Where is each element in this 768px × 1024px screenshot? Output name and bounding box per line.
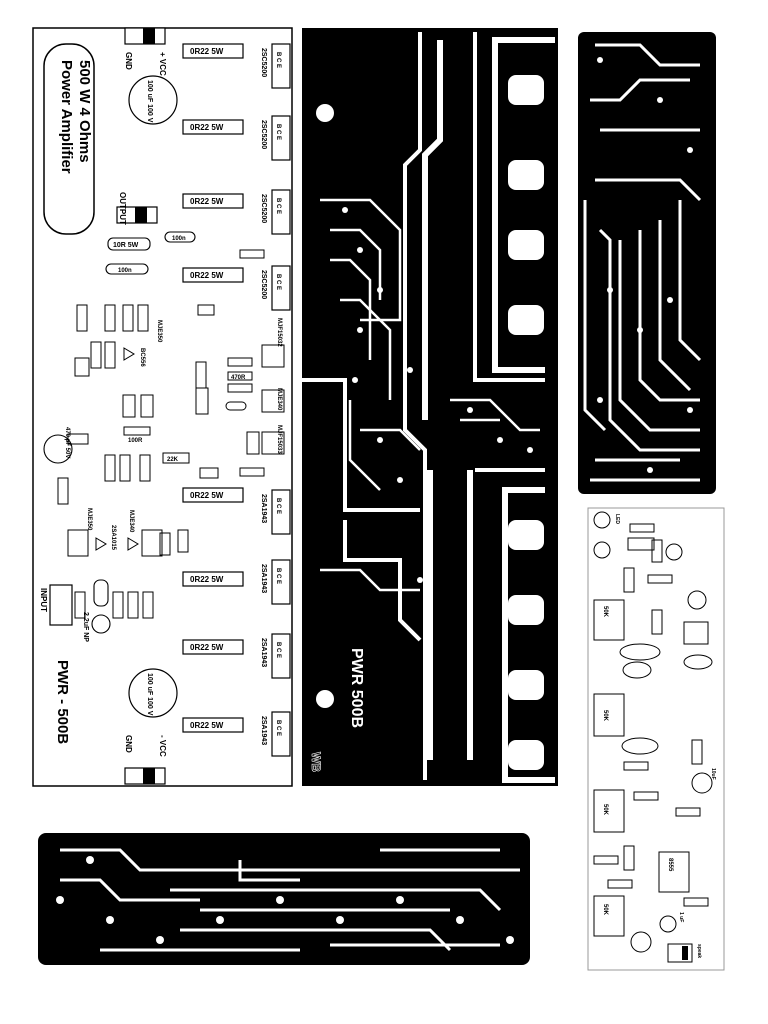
capacitor-top xyxy=(128,75,178,125)
pnp-label-2: 2SA1943 xyxy=(260,564,267,593)
bce-2: B C E xyxy=(275,124,281,140)
ic-label: 8555 xyxy=(667,858,673,872)
emitter-resistor-4: 0R22 5W xyxy=(190,271,224,280)
bce-3: B C E xyxy=(275,198,281,214)
power-transistor-footprints xyxy=(271,43,291,757)
input-label: INPUT xyxy=(39,588,48,612)
bce-5: B C E xyxy=(275,498,281,514)
r470r-label: 470R xyxy=(231,375,246,381)
speak-label: speak xyxy=(696,944,702,958)
title-box xyxy=(43,43,95,235)
pnp-label-1: 2SA1943 xyxy=(260,494,267,523)
res-10r-label: 10R 5W xyxy=(113,242,139,249)
npn-label-3: 2SC5200 xyxy=(260,194,267,223)
capacitor-bottom xyxy=(128,668,178,718)
uf1-label: 1 uF xyxy=(678,912,684,922)
emitter-resistor-8: 0R22 5W xyxy=(190,721,224,730)
main-copper-board: PWR 500B WB xyxy=(300,28,558,786)
cap-bottom-label: 100 uF 100 V xyxy=(146,673,153,716)
emitter-resistor-7: 0R22 5W xyxy=(190,643,224,652)
uf10-label: 10uF xyxy=(710,768,716,780)
board-title: Power Amplifier xyxy=(58,60,75,174)
r50k-b: 50K xyxy=(602,710,608,722)
gnd-top-label: GND xyxy=(124,52,133,70)
board-model: PWR - 500B xyxy=(54,660,71,744)
r100r-label: 100R xyxy=(128,438,143,444)
small-silkscreen-board: 50K 50K 50K 50K 8555 LED speak 1 uF 10uF xyxy=(587,507,725,971)
r22k-text: 22K xyxy=(167,457,179,463)
copper-initials: WB xyxy=(309,752,323,772)
led-outline xyxy=(593,511,611,529)
emitter-resistor-row: 0R22 5W 0R22 5W 0R22 5W 0R22 5W 0R22 5W … xyxy=(182,43,244,733)
led-label: LED xyxy=(614,514,620,524)
mjf15032-label: MJF15032 xyxy=(276,318,282,347)
output-stage: 0R22 5W 0R22 5W 0R22 5W 0R22 5W 0R22 5W … xyxy=(182,43,291,757)
pnp-label-3: 2SA1943 xyxy=(260,638,267,667)
bce-1: B C E xyxy=(275,52,281,68)
main-silkscreen-board: Power Amplifier 500 W 4 Ohms WB PWR - 50… xyxy=(32,27,293,787)
bce-8: B C E xyxy=(275,720,281,736)
emitter-resistor-3: 0R22 5W xyxy=(190,197,224,206)
bce-6: B C E xyxy=(275,568,281,584)
cap-470-label: 470 pF 50V xyxy=(64,427,70,458)
a1015-label: 2SA1015 xyxy=(110,525,116,551)
emitter-resistor-1: 0R22 5W xyxy=(190,47,224,56)
r50k-c: 50K xyxy=(602,804,608,816)
mje340-b-label: MJE340 xyxy=(128,510,134,533)
mje350-label: MJE350 xyxy=(156,320,162,343)
npn-label-1: 2SC5200 xyxy=(260,48,267,77)
res-100n-a-label: 100n xyxy=(118,268,132,274)
bc556-label: BC556 xyxy=(139,348,145,367)
mjf15033-label: MJF15033 xyxy=(276,425,282,454)
vcc-neg-label: - VCC xyxy=(158,735,167,757)
npn-label-2: 2SC5200 xyxy=(260,120,267,149)
npn-label-4: 2SC5200 xyxy=(260,270,267,299)
small-components xyxy=(57,304,247,619)
mje340-label: MJE340 xyxy=(276,388,282,411)
copper-model: PWR 500B xyxy=(348,648,365,728)
emitter-resistor-6: 0R22 5W xyxy=(190,575,224,584)
output-label: OUTPUT xyxy=(118,192,127,225)
vcc-pos-label: + VCC xyxy=(158,52,167,76)
bottom-left-copper-board xyxy=(38,833,530,965)
mje350-b-label: MJE350 xyxy=(86,508,92,531)
r50k-a: 50K xyxy=(602,606,608,618)
cap-in-label: 2.2uF NP xyxy=(82,612,89,642)
cap-top-label: 100 uF 100 V xyxy=(146,80,153,123)
input-connector xyxy=(49,584,73,626)
bce-4: B C E xyxy=(275,274,281,290)
pnp-label-4: 2SA1943 xyxy=(260,716,267,745)
emitter-resistor-5: 0R22 5W xyxy=(190,491,224,500)
r50k-d: 50K xyxy=(602,904,608,916)
board-title-line2: 500 W 4 Ohms xyxy=(76,60,93,163)
emitter-resistor-2: 0R22 5W xyxy=(190,123,224,132)
resistor-10r xyxy=(107,237,151,251)
bce-7: B C E xyxy=(275,642,281,658)
gnd-bottom-label: GND xyxy=(124,735,133,753)
top-right-copper-board xyxy=(578,32,716,494)
res-100n-b-label: 100n xyxy=(172,236,186,242)
